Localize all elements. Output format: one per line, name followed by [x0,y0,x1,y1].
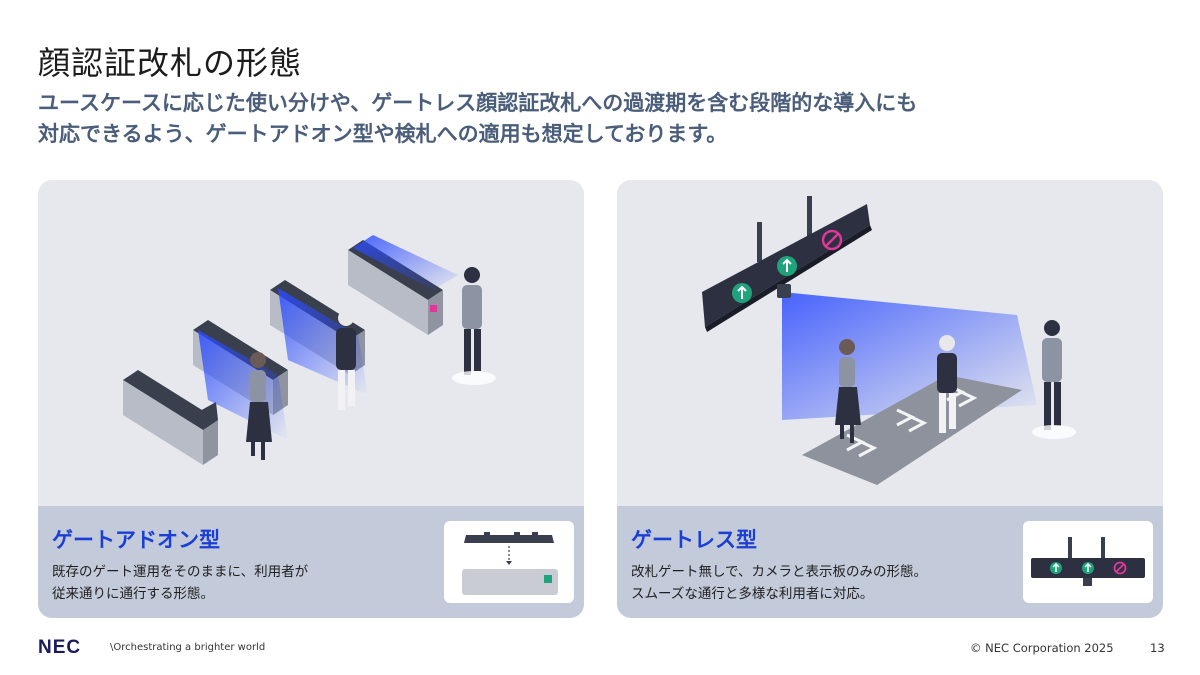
card-info-gateless: ゲートレス型 改札ゲート無しで、カメラと表示板のみの形態。 スムーズな通行と多様… [617,506,1163,618]
card-gateless: ゲートレス型 改札ゲート無しで、カメラと表示板のみの形態。 スムーズな通行と多様… [617,180,1163,618]
no-entry-pink-icon [1113,561,1127,575]
addon-device-icon [462,532,558,595]
card-info-gate-addon: ゲートアドオン型 既存のゲート運用をそのままに、利用者が 従来通りに通行する形態… [38,506,584,618]
gate-with-camera-3 [348,235,458,335]
footer-tagline: \Orchestrating a brighter world [110,642,266,653]
subtitle-line-1: ユースケースに応じた使い分けや、ゲートレス顔認証改札への過渡期を含む段階的な導入… [38,91,918,115]
thumb-gateless [1023,521,1153,603]
page-subtitle: ユースケースに応じた使い分けや、ゲートレス顔認証改札への過渡期を含む段階的な導入… [38,88,1018,150]
person-woman [246,352,272,460]
page-number: 13 [1150,641,1165,655]
desc-line-1: 既存のゲート運用をそのままに、利用者が [52,564,309,580]
card-gate-addon: ゲートアドオン型 既存のゲート運用をそのままに、利用者が 従来通りに通行する形態… [38,180,584,618]
gateless-illustration [702,196,1076,485]
person-man-center [336,310,356,410]
person-man-center [937,335,957,433]
desc-line-2: スムーズな通行と多様な利用者に対応。 [631,586,874,602]
desc-line-2: 従来通りに通行する形態。 [52,586,214,602]
person-man-right [452,267,496,385]
thumb-gate-addon [444,521,574,603]
person-woman [835,339,861,443]
camera-icon [1083,578,1092,586]
card-desc-gateless: 改札ゲート無しで、カメラと表示板のみの形態。 スムーズな通行と多様な利用者に対応… [631,561,927,605]
card-desc-gate-addon: 既存のゲート運用をそのままに、利用者が 従来通りに通行する形態。 [52,561,308,605]
desc-line-1: 改札ゲート無しで、カメラと表示板のみの形態。 [631,564,928,580]
page-title: 顔認証改札の形態 [38,44,303,82]
gate-addon-illustration [123,235,496,465]
card-title-gateless: ゲートレス型 [631,528,757,552]
gate-plain [123,370,218,465]
signboard-icon [1031,537,1145,586]
person-man-right [1032,320,1076,439]
footer-copyright: © NEC Corporation 2025 [970,641,1114,655]
card-title-gate-addon: ゲートアドオン型 [52,528,220,552]
subtitle-line-2: 対応できるよう、ゲートアドオン型や検札への適用も想定しております。 [38,122,728,146]
nec-logo: NEC [38,637,82,658]
no-entry-pink [821,229,843,251]
